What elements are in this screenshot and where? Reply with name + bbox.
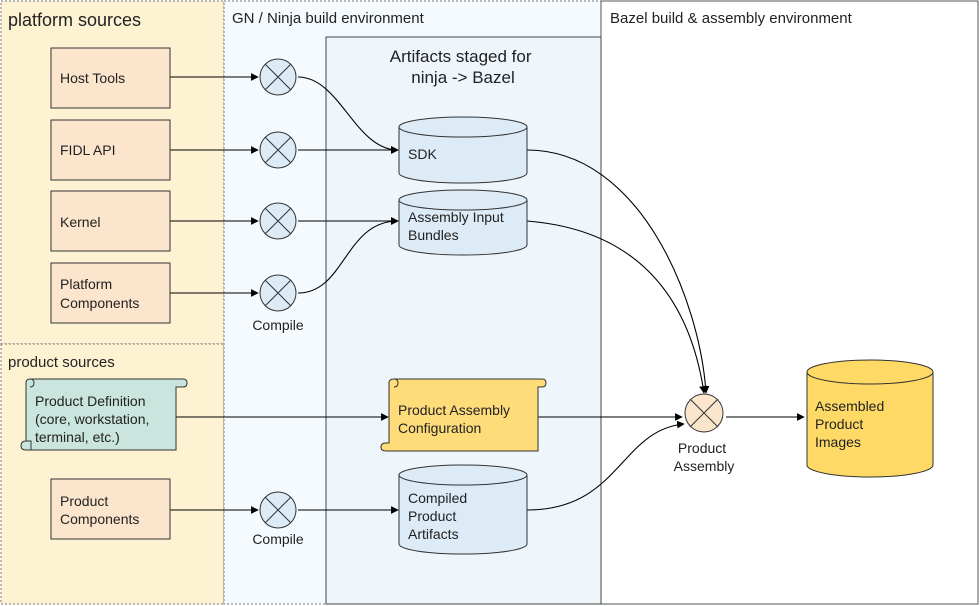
compile-operator — [259, 131, 297, 169]
compiled-product-artifacts-database: Compiled Product Artifacts — [398, 464, 528, 555]
product-sources-title: product sources — [8, 354, 115, 371]
sdk-database: SDK — [398, 116, 528, 184]
assembly-input-bundles-label: Assembly Input Bundles — [408, 209, 508, 243]
connectors — [170, 73, 805, 514]
assembled-product-images-label: Assembled Product Images — [815, 398, 888, 450]
compile-operator — [259, 274, 297, 312]
artifacts-staged-line: Artifacts staged for — [390, 47, 532, 66]
product-assembly-label: Product Assembly — [674, 440, 735, 474]
artifacts-staged-title: Artifacts staged for ninja -> Bazel — [390, 47, 536, 87]
compile-label: Compile — [252, 317, 304, 333]
bazel-title: Bazel build & assembly environment — [610, 10, 853, 27]
bazel-region — [600, 0, 979, 605]
edge-compile4-aib — [297, 217, 399, 294]
product-assembly-operator — [684, 393, 724, 433]
platform-sources-title: platform sources — [8, 10, 141, 30]
host-tools-label: Host Tools — [60, 70, 125, 86]
sdk-label: SDK — [408, 146, 437, 162]
platform-components-label: Platform Components — [60, 276, 139, 311]
compile-operator — [259, 58, 297, 96]
compile-operator — [259, 491, 297, 529]
edge-aib-assembly — [526, 220, 707, 394]
product-assembly-configuration-scroll: Product Assembly Configuration — [380, 378, 547, 452]
compile-operator — [259, 202, 297, 240]
assembled-product-images-database: Assembled Product Images — [806, 359, 934, 478]
product-components-label: Product Components — [60, 493, 139, 527]
edge-sdk-assembly — [526, 149, 710, 394]
edge-compile1-sdk — [297, 76, 399, 154]
product-components-box: Product Components — [50, 478, 171, 540]
product-definition-label: Product Definition (core, workstation, t… — [35, 393, 153, 445]
compile-label: Compile — [252, 531, 304, 547]
platform-components-box: Platform Components — [50, 262, 171, 324]
product-assembly-configuration-label: Product Assembly Configuration — [398, 402, 514, 436]
kernel-box: Kernel — [50, 190, 171, 252]
edge-cpa-assembly — [526, 420, 685, 511]
host-tools-box: Host Tools — [50, 47, 171, 109]
compiled-product-artifacts-label: Compiled Product Artifacts — [408, 490, 471, 542]
assembly-input-bundles-database: Assembly Input Bundles — [398, 189, 528, 256]
kernel-label: Kernel — [60, 214, 100, 230]
artifacts-staged-line: ninja -> Bazel — [411, 68, 514, 87]
product-definition-scroll: Product Definition (core, workstation, t… — [20, 378, 188, 451]
fidl-api-label: FIDL API — [60, 142, 116, 158]
gn-ninja-title: GN / Ninja build environment — [232, 10, 425, 27]
fidl-api-box: FIDL API — [50, 119, 171, 181]
